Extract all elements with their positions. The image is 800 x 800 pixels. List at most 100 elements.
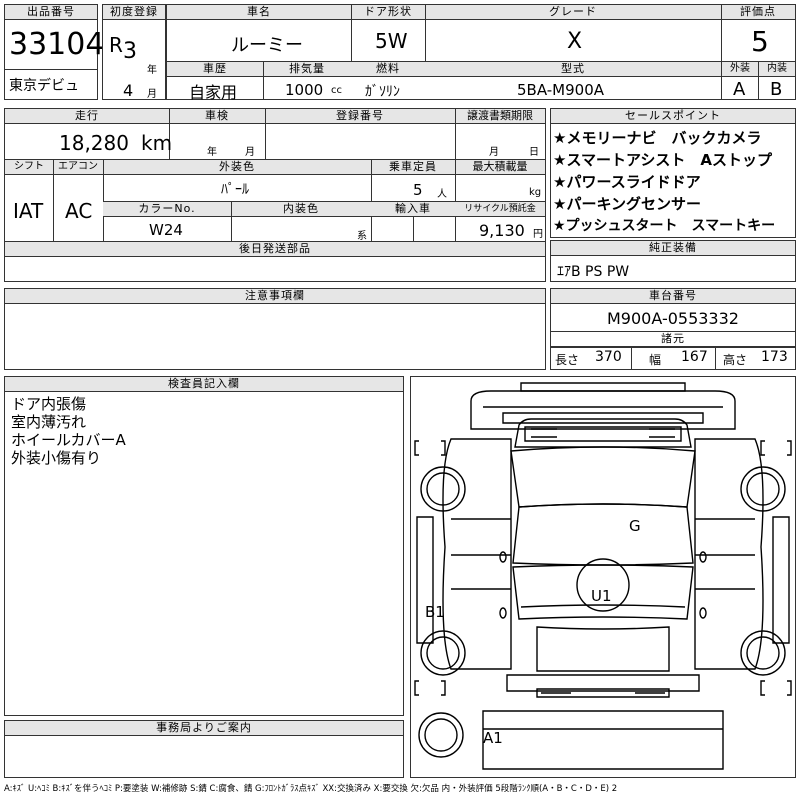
equipment-box: 純正装備 ｴｱB PS PW bbox=[550, 240, 796, 282]
capacity-label: 乗車定員 bbox=[371, 160, 455, 175]
vehicle-info-grid: 走行 車検 登録番号 譲渡書類期限 18,280 km 年 月 月 日 シフト … bbox=[4, 108, 546, 282]
shift: IAT bbox=[13, 199, 44, 223]
sales-points-box: セールスポイント ★メモリーナビ バックカメラ ★スマートアシスト Aストップ … bbox=[550, 108, 796, 238]
recycle-unit: 円 bbox=[533, 229, 543, 240]
color-label: 外装色 bbox=[103, 160, 371, 175]
transfer-day-unit: 日 bbox=[529, 147, 539, 158]
colorno-label: カラーNo. bbox=[103, 202, 231, 217]
damage-legend: A:ｷｽﾞ U:ﾍｺﾐ B:ｷｽﾞを伴うﾍｺﾐ P:要塗装 W:補修跡 S:錆 … bbox=[4, 784, 618, 794]
transfer-month-unit: 月 bbox=[489, 147, 499, 158]
transfer-label: 譲渡書類期限 bbox=[455, 109, 545, 124]
load-unit: kg bbox=[529, 187, 542, 198]
model-label: 型式 bbox=[425, 62, 721, 77]
mileage: 18,280 bbox=[59, 131, 129, 155]
top-right-grid: 車名 ドア形状 グレード 評価点 ルーミー 5W X 5 車歴 排気量 燃料 型… bbox=[166, 4, 796, 102]
displacement: 1000 bbox=[285, 81, 324, 99]
capacity: 5 bbox=[413, 181, 423, 199]
damage-mark-u1: U1 bbox=[591, 587, 612, 605]
ac: AC bbox=[65, 199, 93, 223]
inspector-note: ドア内張傷 bbox=[11, 395, 87, 413]
intcolor-unit: 系 bbox=[357, 231, 367, 242]
inspector-note: 外装小傷有り bbox=[11, 449, 102, 467]
inspector-note: ホイールカバーA bbox=[11, 431, 126, 449]
fuel: ｶﾞｿﾘﾝ bbox=[365, 84, 400, 100]
door-label: ドア形状 bbox=[351, 5, 425, 20]
length-value: 370 bbox=[595, 349, 622, 365]
mileage-unit: km bbox=[141, 131, 173, 155]
chassis-box: 車台番号 M900A-0553332 諸元 長さ 370 幅 167 高さ 17… bbox=[550, 288, 796, 370]
inspector-note: 室内薄汚れ bbox=[11, 413, 87, 431]
door-type: 5W bbox=[375, 29, 408, 53]
inspector-notes: ドア内張傷 室内薄汚れ ホイールカバーA 外装小傷有り bbox=[11, 395, 126, 467]
sales-points-list: ★メモリーナビ バックカメラ ★スマートアシスト Aストップ ★パワースライドド… bbox=[553, 127, 775, 237]
recycle-label: リサイクル預託金 bbox=[455, 202, 545, 217]
chassis-label: 車台番号 bbox=[551, 289, 795, 304]
car-name: ルーミー bbox=[231, 35, 303, 56]
car-diagram: G U1 B1 A1 bbox=[410, 376, 796, 778]
registration-box: 初度登録 R 3 年 4 月 bbox=[102, 4, 166, 100]
sales-point: ★パーキングセンサー bbox=[553, 195, 701, 213]
exterior-grade: A bbox=[733, 79, 746, 100]
sales-point: ★パワースライドドア bbox=[553, 173, 701, 191]
lot-label: 出品番号 bbox=[5, 5, 97, 20]
sales-point: ★メモリーナビ バックカメラ bbox=[553, 129, 762, 147]
ac-label: エアコン bbox=[53, 160, 103, 175]
dims-label: 諸元 bbox=[551, 332, 795, 347]
score: 5 bbox=[751, 25, 769, 58]
reg-year-unit: 年 bbox=[147, 65, 157, 76]
notes-label: 注意事項欄 bbox=[5, 289, 545, 304]
history-label: 車歴 bbox=[167, 62, 263, 77]
chassis-number: M900A-0553332 bbox=[607, 309, 739, 328]
reg-month-unit: 月 bbox=[147, 89, 157, 100]
score-label: 評価点 bbox=[721, 5, 795, 20]
displacement-label: 排気量 bbox=[263, 62, 351, 77]
interior-label: 内装 bbox=[759, 62, 795, 77]
reg-month: 4 bbox=[123, 81, 134, 100]
width-label: 幅 bbox=[649, 353, 662, 367]
sales-points-label: セールスポイント bbox=[551, 109, 795, 124]
lot-number: 33104 bbox=[9, 27, 105, 62]
equipment-value: ｴｱB PS PW bbox=[557, 264, 630, 280]
registration-label: 初度登録 bbox=[103, 5, 165, 20]
capacity-unit: 人 bbox=[437, 189, 447, 200]
height-value: 173 bbox=[761, 349, 788, 365]
width-value: 167 bbox=[681, 349, 708, 365]
era: R bbox=[109, 33, 123, 57]
later-parts-label: 後日発送部品 bbox=[5, 242, 545, 257]
import-label: 輸入車 bbox=[371, 202, 455, 217]
sales-point: ★プッシュスタート スマートキー bbox=[553, 218, 776, 234]
body-color: ﾊﾟｰﾙ bbox=[221, 182, 249, 198]
name-label: 車名 bbox=[167, 5, 351, 20]
office-box: 事務局よりご案内 bbox=[4, 720, 404, 778]
load-label: 最大積載量 bbox=[455, 160, 545, 175]
sales-point: ★スマートアシスト Aストップ bbox=[553, 151, 773, 169]
reg-year: 3 bbox=[123, 39, 137, 64]
equipment-label: 純正装備 bbox=[551, 241, 795, 256]
grade-label: グレード bbox=[425, 5, 721, 20]
insp-month-unit: 月 bbox=[245, 147, 255, 158]
inspector-label: 検査員記入欄 bbox=[5, 377, 403, 392]
grade: X bbox=[567, 29, 583, 54]
plate-label: 登録番号 bbox=[265, 109, 455, 124]
inspector-box: 検査員記入欄 ドア内張傷 室内薄汚れ ホイールカバーA 外装小傷有り bbox=[4, 376, 404, 716]
lot-box: 出品番号 33104 東京デビュ bbox=[4, 4, 104, 100]
interior-grade: B bbox=[770, 79, 783, 100]
shift-label: シフト bbox=[5, 160, 53, 175]
damage-mark-g: G bbox=[629, 517, 641, 535]
mileage-label: 走行 bbox=[5, 109, 169, 124]
intcolor-label: 内装色 bbox=[231, 202, 371, 217]
history: 自家用 bbox=[189, 83, 238, 102]
notes-box: 注意事項欄 bbox=[4, 288, 546, 370]
color-number: W24 bbox=[149, 221, 183, 239]
length-label: 長さ bbox=[555, 353, 580, 367]
damage-mark-a1: A1 bbox=[483, 729, 503, 747]
displacement-unit: cc bbox=[331, 85, 342, 96]
exterior-label: 外装 bbox=[722, 62, 758, 77]
height-label: 高さ bbox=[723, 353, 748, 367]
fuel-label: 燃料 bbox=[351, 62, 425, 77]
damage-mark-b1: B1 bbox=[425, 603, 445, 621]
insp-year-unit: 年 bbox=[207, 147, 217, 158]
model-code: 5BA-M900A bbox=[517, 81, 605, 99]
inspection-label: 車検 bbox=[169, 109, 265, 124]
debut-label: 東京デビュ bbox=[9, 78, 79, 94]
